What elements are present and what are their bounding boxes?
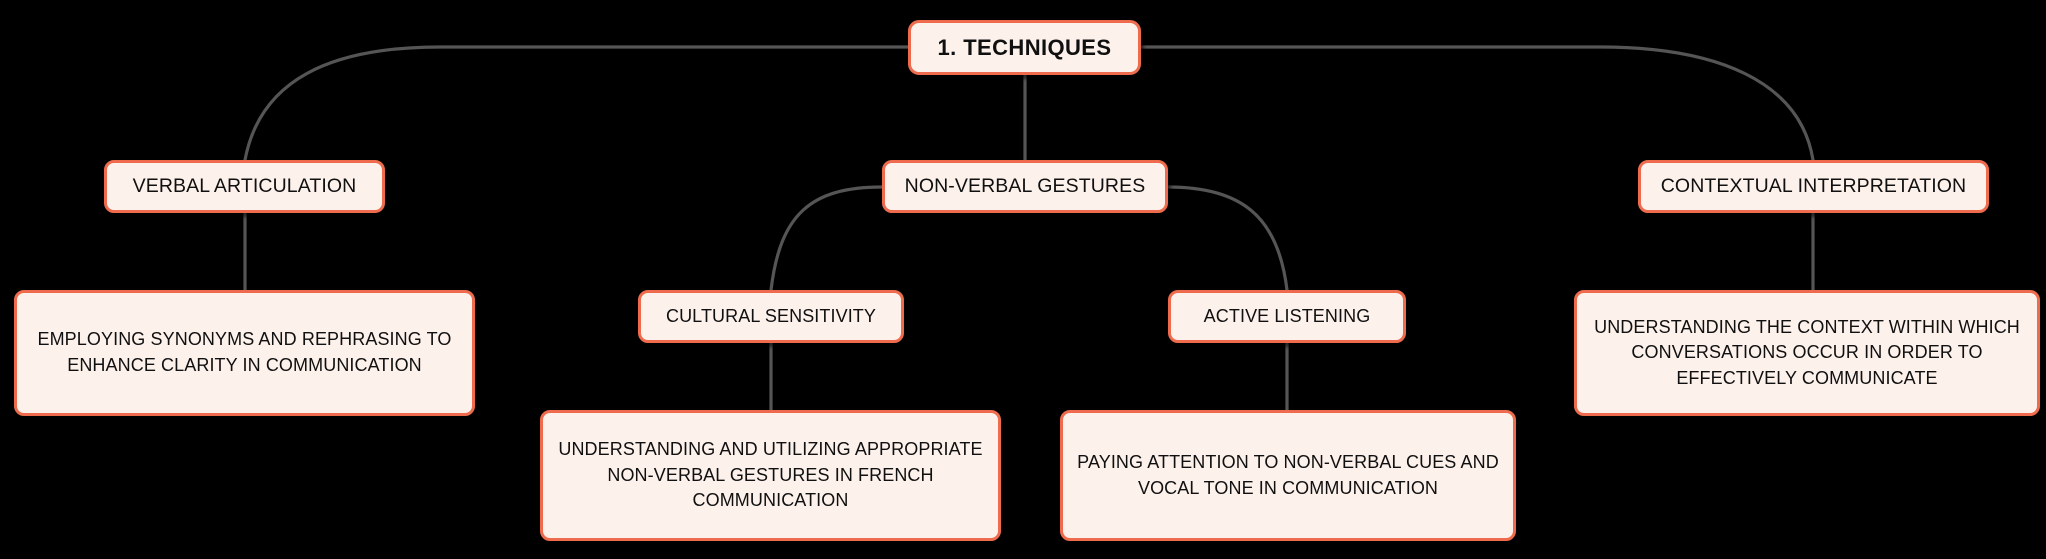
- node-active-listening[interactable]: ACTIVE LISTENING: [1168, 290, 1406, 343]
- node-paying-attention[interactable]: PAYING ATTENTION TO NON-VERBAL CUES AND …: [1060, 410, 1516, 541]
- edge-non-verbal-gestures-to-cultural-sensitivity: [769, 185, 884, 292]
- node-cultural-sensitivity-label: CULTURAL SENSITIVITY: [665, 305, 877, 326]
- node-verbal-articulation-label: VERBAL ARTICULATION: [132, 174, 357, 197]
- node-cultural-sensitivity[interactable]: CULTURAL SENSITIVITY: [638, 290, 904, 343]
- edge-non-verbal-gestures-to-active-listening: [1166, 185, 1289, 292]
- node-employing-synonyms[interactable]: EMPLOYING SYNONYMS AND REPHRASING TO ENH…: [14, 290, 475, 416]
- node-active-listening-label: ACTIVE LISTENING: [1203, 305, 1371, 326]
- node-understanding-gestures[interactable]: UNDERSTANDING AND UTILIZING APPROPRIATE …: [540, 410, 1001, 541]
- node-root-label: 1. TECHNIQUES: [937, 34, 1112, 60]
- node-understanding-gestures-label: UNDERSTANDING AND UTILIZING APPROPRIATE …: [558, 439, 983, 511]
- node-contextual-interpretation-label: CONTEXTUAL INTERPRETATION: [1660, 174, 1967, 197]
- edge-root-to-contextual-interpretation: [1139, 45, 1815, 162]
- edge-root-to-verbal-articulation: [243, 45, 910, 162]
- node-root[interactable]: 1. TECHNIQUES: [908, 20, 1141, 75]
- node-employing-synonyms-label: EMPLOYING SYNONYMS AND REPHRASING TO ENH…: [37, 329, 452, 375]
- node-contextual-interpretation[interactable]: CONTEXTUAL INTERPRETATION: [1638, 160, 1989, 213]
- node-understanding-context-label: UNDERSTANDING THE CONTEXT WITHIN WHICH C…: [1594, 316, 2020, 388]
- node-paying-attention-label: PAYING ATTENTION TO NON-VERBAL CUES AND …: [1077, 451, 1499, 498]
- node-verbal-articulation[interactable]: VERBAL ARTICULATION: [104, 160, 385, 213]
- node-non-verbal-gestures[interactable]: NON-VERBAL GESTURES: [882, 160, 1168, 213]
- node-non-verbal-gestures-label: NON-VERBAL GESTURES: [904, 174, 1146, 197]
- node-understanding-context[interactable]: UNDERSTANDING THE CONTEXT WITHIN WHICH C…: [1574, 290, 2040, 416]
